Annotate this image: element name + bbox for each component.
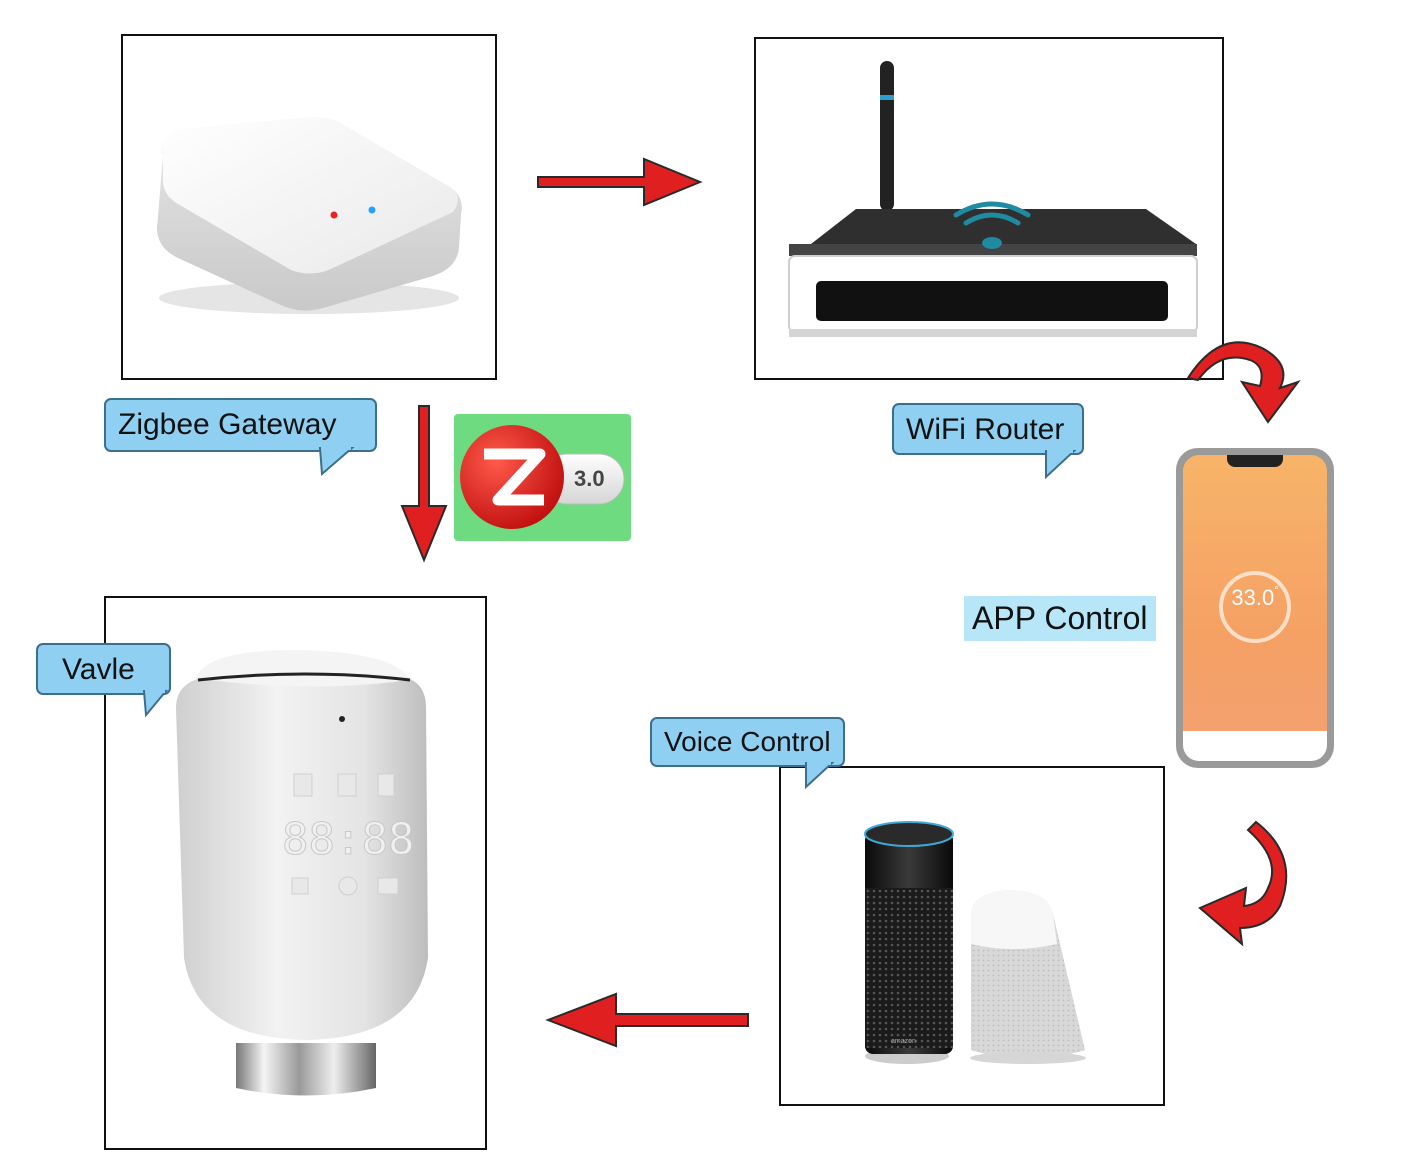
valve-display: 88:88 — [282, 814, 414, 865]
zigbee-gateway-label: Zigbee Gateway — [104, 398, 377, 452]
app-temperature-value: 33.0 — [1231, 585, 1275, 610]
voice-control-label-tail — [805, 760, 835, 790]
phone-device: 33.0° — [1176, 448, 1334, 768]
phone-screen: 33.0° — [1183, 455, 1327, 761]
echo-brand: amazon — [891, 1038, 916, 1045]
arrow-voice-to-valve — [545, 992, 749, 1048]
zigbee-logo-icon: 3.0 — [460, 425, 625, 529]
arrow-router-to-app — [1186, 341, 1301, 424]
app-bottom-bar — [1183, 731, 1327, 761]
voice-control-label: Voice Control — [650, 717, 845, 767]
gateway-frame — [121, 34, 497, 380]
valve-device-image: 88:88 — [176, 650, 428, 1096]
app-thermostat-dial — [1219, 571, 1291, 643]
wifi-router-label-tail — [1045, 448, 1077, 480]
app-control-label: APP Control — [964, 596, 1156, 641]
valve-frame: 88:88 — [104, 596, 487, 1150]
voice-frame: amazon — [779, 766, 1165, 1106]
valve-label: Vavle — [36, 643, 171, 695]
arrow-gateway-to-router — [537, 157, 703, 207]
zigbee-badge: 3.0 — [454, 414, 631, 541]
voice-devices-image: amazon — [864, 821, 1086, 1064]
router-device-image — [788, 61, 1198, 337]
app-temperature-degree: ° — [1274, 585, 1279, 597]
phone-notch — [1227, 455, 1283, 467]
router-frame — [754, 37, 1224, 380]
arrow-app-to-voice — [1198, 820, 1288, 947]
wifi-router-label: WiFi Router — [892, 403, 1084, 455]
arrow-gateway-to-valve — [400, 405, 448, 563]
valve-label-tail — [142, 688, 169, 718]
zigbee-version: 3.0 — [574, 466, 605, 491]
zigbee-gateway-label-tail — [318, 445, 355, 477]
gateway-device-image — [157, 117, 462, 314]
app-temperature-readout: 33.0° — [1219, 585, 1291, 611]
